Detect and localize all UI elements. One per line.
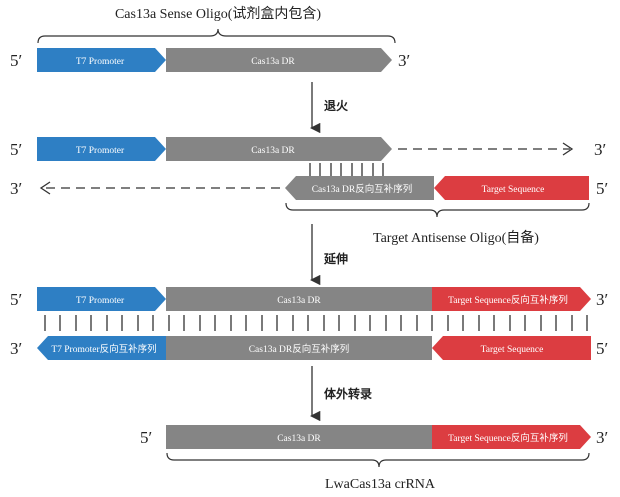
row5-three-prime-label: 3′ [10, 339, 22, 358]
row5-t7-promoter-rc-label: T7 Promoter反向互补序列 [51, 343, 156, 355]
row3-extension-arrowhead [39, 181, 51, 195]
row2-cas13a-dr-segment [166, 137, 392, 161]
row5-t7-promoter-rc-segment [37, 336, 166, 360]
row6-cas13a-dr-label: Cas13a DR [277, 434, 321, 444]
row1-cas13a-dr-label: Cas13a DR [251, 57, 295, 67]
row5-cas13a-dr-rc-label: Cas13a DR反向互补序列 [249, 343, 350, 355]
crrna-caption: LwaCas13a crRNA [325, 477, 436, 492]
row2-three-prime-label: 3′ [594, 140, 606, 159]
anneal-step-label: 退火 [324, 99, 349, 113]
row4-five-prime-label: 5′ [10, 290, 22, 309]
row6-target-sequence-rc-segment [432, 425, 591, 449]
row5-cas13a-dr-rc-segment [166, 336, 432, 360]
row4-cas13a-dr-label: Cas13a DR [277, 296, 321, 306]
antisense-oligo-caption: Target Antisense Oligo(自备) [373, 229, 539, 246]
row3-five-prime-label: 5′ [596, 179, 608, 198]
row2-cas13a-dr-label: Cas13a DR [251, 146, 295, 156]
row6-three-prime-label: 3′ [596, 428, 608, 447]
row3-target-sequence-label: Target Sequence [482, 185, 545, 195]
row4-t7-promoter-segment [37, 287, 166, 311]
row3-cas13a-dr-rc-label: Cas13a DR反向互补序列 [312, 183, 413, 195]
row2-t7-promoter-label: T7 Promoter [76, 146, 125, 156]
crrna-brace [166, 452, 590, 468]
row4-target-sequence-rc-segment [432, 287, 591, 311]
row3-cas13a-dr-rc-segment [285, 176, 434, 200]
row2-extension-arrowhead [562, 142, 574, 156]
row4-target-sequence-rc-label: Target Sequence反向互补序列 [448, 294, 568, 306]
sense-oligo-caption: Cas13a Sense Oligo(试剂盒内包含) [115, 5, 321, 22]
row3-target-sequence-segment [434, 176, 589, 200]
row5-five-prime-label: 5′ [596, 339, 608, 358]
row1-five-prime-label: 5′ [10, 51, 22, 70]
antisense-oligo-brace [285, 202, 590, 218]
row1-cas13a-dr-segment [166, 48, 392, 72]
row6-cas13a-dr-segment [166, 425, 432, 449]
row2-base-pair-ticks [309, 163, 384, 177]
row4-base-pair-ticks [44, 315, 588, 331]
extend-step-label: 延伸 [323, 251, 348, 266]
row5-target-sequence-label: Target Sequence [481, 345, 544, 355]
transcribe-step-label: 体外转录 [324, 386, 372, 401]
row6-five-prime-label: 5′ [140, 428, 152, 447]
row1-t7-promoter-segment [37, 48, 166, 72]
row2-five-prime-label: 5′ [10, 140, 22, 159]
row4-three-prime-label: 3′ [596, 290, 608, 309]
row1-three-prime-label: 3′ [398, 51, 410, 70]
sense-oligo-brace [37, 28, 396, 44]
row6-target-sequence-rc-label: Target Sequence反向互补序列 [448, 432, 568, 444]
row4-t7-promoter-label: T7 Promoter [76, 296, 125, 306]
row4-cas13a-dr-segment [166, 287, 432, 311]
row2-t7-promoter-segment [37, 137, 166, 161]
row1-t7-promoter-label: T7 Promoter [76, 57, 125, 67]
row5-target-sequence-segment [432, 336, 591, 360]
row3-three-prime-label: 3′ [10, 179, 22, 198]
